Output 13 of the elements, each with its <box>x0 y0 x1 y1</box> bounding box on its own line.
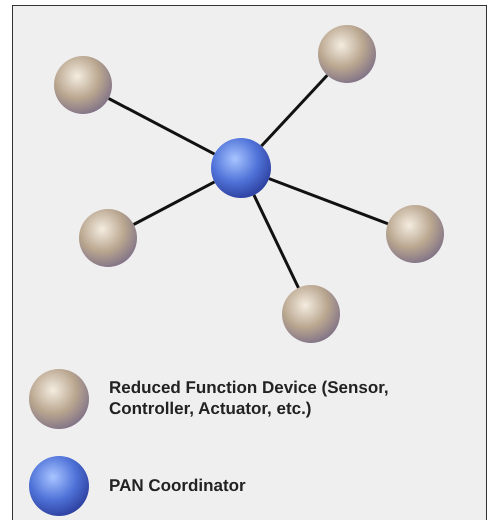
connector-line <box>132 180 216 226</box>
device-sphere <box>79 209 137 267</box>
legend-text: PAN Coordinator <box>109 475 247 496</box>
device-sphere <box>386 205 444 263</box>
device-sphere <box>54 56 112 114</box>
device-sphere <box>282 285 340 343</box>
device-sphere <box>318 25 376 83</box>
connector-line <box>260 74 328 148</box>
legend-text: Reduced Function Device (Sensor, Controller, Actuator, etc.) <box>109 377 390 419</box>
connector-line <box>108 97 216 156</box>
coordinator-sphere <box>211 138 271 198</box>
connector-line <box>268 177 388 226</box>
connector-line <box>252 194 300 288</box>
